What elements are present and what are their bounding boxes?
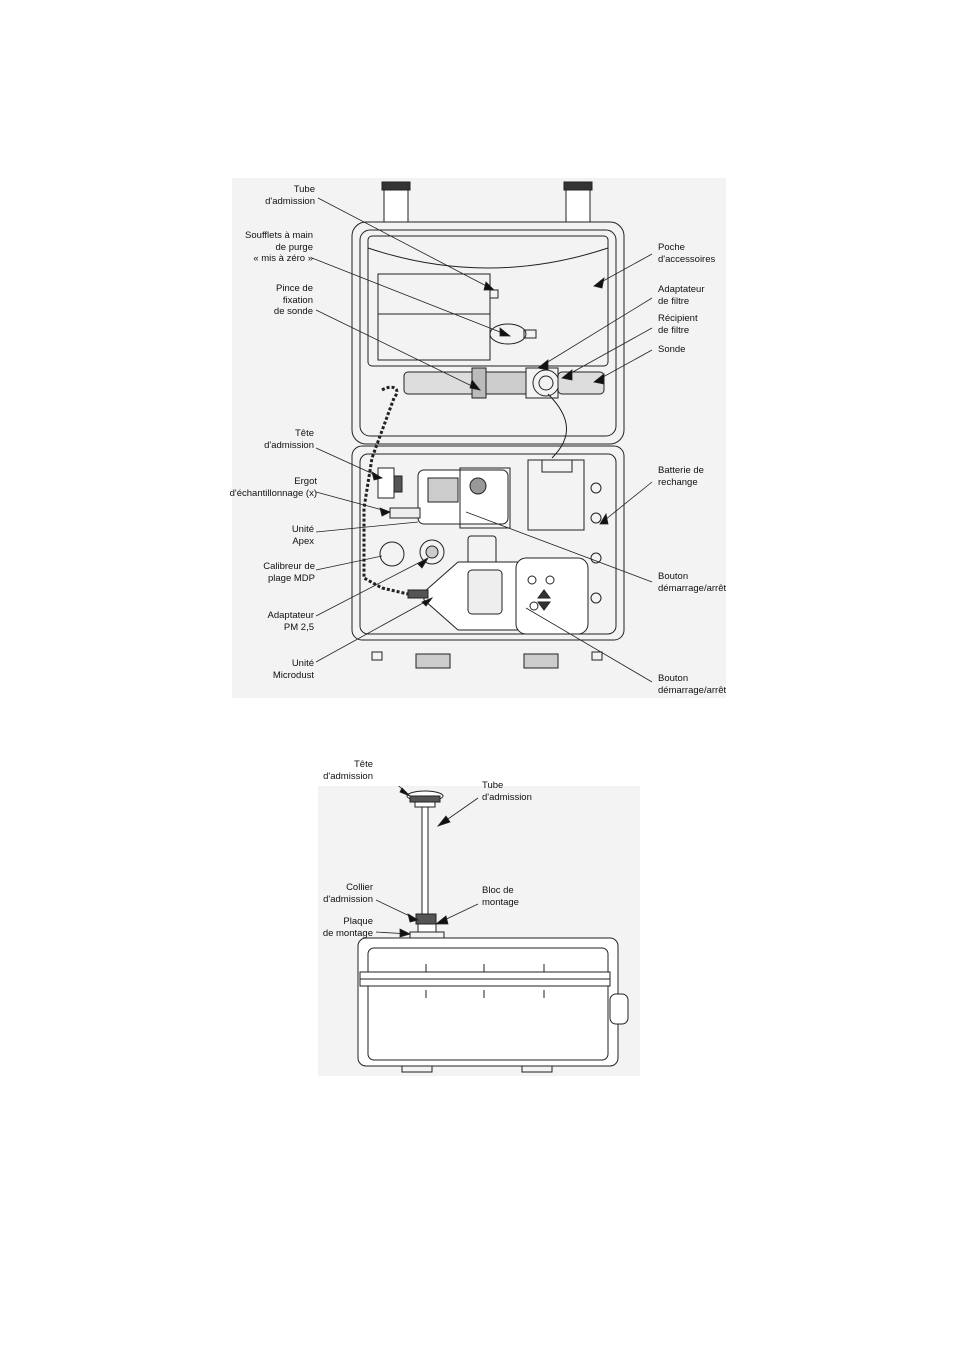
label-bouton-1: Bouton démarrage/arrêt	[658, 571, 727, 594]
label-batterie: Batterie de rechange	[658, 465, 704, 488]
label-fig2-tete: Tête d'admission	[323, 759, 373, 782]
label-soufflets: Soufflets à main de purge « mis à zéro »	[245, 230, 313, 264]
label-recipient-filtre: Récipient de filtre	[658, 313, 698, 336]
label-sonde: Sonde	[658, 344, 686, 355]
label-poche: Poche d'accessoires	[658, 242, 716, 265]
label-unite-microdust: Unité Microdust	[272, 658, 314, 681]
label-ergot: Ergot d'échantillonnage (x)	[229, 476, 317, 499]
label-fig2-bloc: Bloc de montage	[482, 885, 519, 908]
case-open-diagram	[232, 178, 726, 698]
label-adaptateur-pm: Adaptateur PM 2,5	[267, 610, 314, 633]
label-bouton-2: Bouton démarrage/arrêt	[658, 673, 727, 696]
case-closed-drawing	[318, 786, 640, 1076]
label-adaptateur-filtre: Adaptateur de filtre	[658, 284, 705, 307]
label-unite-apex: Unité Apex	[291, 524, 314, 547]
label-fig2-plaque: Plaque de montage	[322, 916, 373, 939]
label-pince: Pince de fixation de sonde	[273, 283, 313, 317]
label-fig2-collier: Collier d'admission	[323, 882, 373, 905]
label-calibreur: Calibreur de plage MDP	[263, 561, 315, 584]
label-fig2-tube: Tube d'admission	[482, 780, 532, 803]
label-tube-admission: Tube d'admission	[265, 184, 315, 207]
case-closed-diagram	[318, 786, 640, 1076]
case-open-drawing	[232, 178, 726, 698]
label-tete-admission: Tête d'admission	[264, 428, 314, 451]
